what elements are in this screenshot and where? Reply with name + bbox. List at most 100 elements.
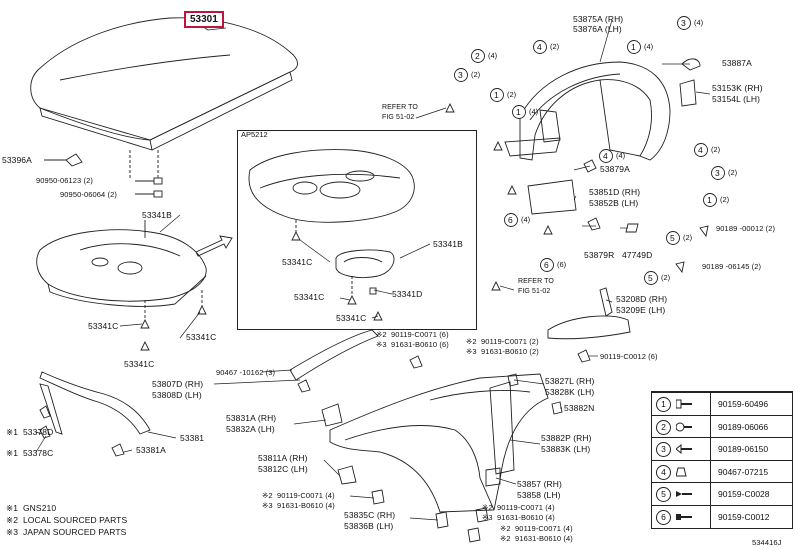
part-90119-C0071-4c[interactable]: ※2 90119-C0071 (4) <box>500 524 573 533</box>
part-53882N[interactable]: 53882N <box>564 403 595 413</box>
svg-text:3: 3 <box>681 18 686 28</box>
part-53835C[interactable]: 53835C (RH) <box>344 510 396 520</box>
svg-text:(6): (6) <box>557 260 567 269</box>
part-90467-10162[interactable]: 90467 -10162 (3) <box>216 368 276 377</box>
part-53828K[interactable]: 53828K (LH) <box>545 387 595 397</box>
part-53341B-frame[interactable]: 53341B <box>433 239 463 249</box>
legend-number: 4 <box>656 464 671 480</box>
part-53341C-left1[interactable]: 53341C <box>88 321 119 331</box>
callout-5-a[interactable]: 5(2) <box>666 231 693 245</box>
part-53808D[interactable]: 53808D (LH) <box>152 390 202 400</box>
under-cover-left <box>36 229 207 307</box>
part-53208D[interactable]: 53208D (RH) <box>616 294 668 304</box>
callout-3-b[interactable]: 3(4) <box>677 16 704 30</box>
svg-text:(4): (4) <box>616 151 626 160</box>
part-53153K[interactable]: 53153K (RH) <box>712 83 763 93</box>
fender-liner <box>519 61 671 161</box>
part-53827L[interactable]: 53827L (RH) <box>545 376 595 386</box>
part-91631-B0610-4a[interactable]: ※3 91631-B0610 (4) <box>262 501 335 510</box>
svg-text:(2): (2) <box>507 90 517 99</box>
part-53378D[interactable]: ※1 53378D <box>6 427 54 437</box>
part-53341D[interactable]: 53341D <box>392 289 423 299</box>
part-53876A[interactable]: 53876A (LH) <box>573 24 622 34</box>
part-53811A[interactable]: 53811A (RH) <box>258 453 308 463</box>
callout-2-top[interactable]: 2(4) <box>471 49 498 63</box>
part-53378C[interactable]: ※1 53378C <box>6 448 54 458</box>
part-53882P[interactable]: 53882P (RH) <box>541 433 592 443</box>
callout-5-b[interactable]: 5(2) <box>644 271 671 285</box>
part-53154L[interactable]: 53154L (LH) <box>712 94 761 104</box>
svg-text:(2): (2) <box>550 42 560 51</box>
callout-1-c[interactable]: 1(4) <box>627 40 654 54</box>
legend-row[interactable]: 4 90467-07215 <box>652 459 792 484</box>
part-53875A[interactable]: 53875A (RH) <box>573 14 624 24</box>
part-53879A[interactable]: 53879A <box>600 164 630 174</box>
callout-3-a[interactable]: 3(2) <box>454 68 481 82</box>
refer-note-1a[interactable]: REFER TO <box>382 104 418 111</box>
callout-6-b[interactable]: 6(6) <box>540 258 567 272</box>
part-90189-00012[interactable]: 90189 -00012 (2) <box>716 224 776 233</box>
callout-1-a[interactable]: 1(2) <box>490 88 517 102</box>
callout-4-c[interactable]: 4(2) <box>694 143 721 157</box>
part-90950-06123[interactable]: 90950-06123 (2) <box>36 176 93 185</box>
part-90119-C0071-6[interactable]: ※2 90119-C0071 (6) <box>376 330 449 339</box>
legend-row[interactable]: 5 90159-C0028 <box>652 482 792 506</box>
part-53807D[interactable]: 53807D (RH) <box>152 379 204 389</box>
part-90189-06145[interactable]: 90189 -06145 (2) <box>702 262 762 271</box>
part-90950-06064[interactable]: 90950-06064 (2) <box>60 190 117 199</box>
highlighted-part-53301[interactable]: 53301 <box>184 11 224 28</box>
part-91631-B0610-2[interactable]: ※3 91631-B0610 (2) <box>466 347 539 356</box>
arrow <box>195 235 233 257</box>
refer-note-2a[interactable]: REFER TO <box>518 278 554 285</box>
part-53341C-frame1[interactable]: 53341C <box>282 257 313 267</box>
legend-row[interactable]: 6 90159-C0012 <box>652 505 792 529</box>
legend-row[interactable]: 3 90189-06150 <box>652 437 792 461</box>
refer-note-2b[interactable]: FIG 51-02 <box>518 288 551 295</box>
note-2: ※2 LOCAL SOURCED PARTS <box>6 515 128 525</box>
part-53341C-left2[interactable]: 53341C <box>186 332 217 342</box>
part-53381A[interactable]: 53381A <box>136 445 166 455</box>
callout-4-b[interactable]: 4(4) <box>599 149 626 163</box>
part-53831A[interactable]: 53831A (RH) <box>226 413 277 423</box>
part-53209E[interactable]: 53209E (LH) <box>616 305 666 315</box>
part-53341C-left3[interactable]: 53341C <box>124 359 155 369</box>
part-91631-B0610-6[interactable]: ※3 91631-B0610 (6) <box>376 340 449 349</box>
part-90119-C0071-2[interactable]: ※2 90119-C0071 (2) <box>466 337 539 346</box>
legend-row[interactable]: 2 90189-06066 <box>652 414 792 439</box>
part-53858[interactable]: 53858 (LH) <box>517 490 561 500</box>
svg-text:(4): (4) <box>529 107 539 116</box>
callout-3-c[interactable]: 3(2) <box>711 166 738 180</box>
refer-note-1b[interactable]: FIG 51-02 <box>382 114 415 121</box>
part-53851D[interactable]: 53851D (RH) <box>589 187 641 197</box>
callout-4-a[interactable]: 4(2) <box>533 40 560 54</box>
part-53341C-frame3[interactable]: 53341C <box>336 313 367 323</box>
legend-number: 2 <box>656 419 671 435</box>
part-53836B[interactable]: 53836B (LH) <box>344 521 394 531</box>
part-53879R[interactable]: 53879R <box>584 250 615 260</box>
part-47749D[interactable]: 47749D <box>622 250 653 260</box>
part-53852B[interactable]: 53852B (LH) <box>589 198 639 208</box>
part-91631-B0610-4b[interactable]: ※3 91631-B0610 (4) <box>482 513 555 522</box>
part-90119-C0012[interactable]: 90119-C0012 (6) <box>600 352 658 361</box>
callout-1-d[interactable]: 1(2) <box>703 193 730 207</box>
part-91631-B0610-4c[interactable]: ※2 91631-B0610 (4) <box>500 534 573 543</box>
part-90119-C0071-4a[interactable]: ※2 90119-C0071 (4) <box>262 491 335 500</box>
callout-1-b[interactable]: 1(4) <box>512 105 539 119</box>
part-53883K[interactable]: 53883K (LH) <box>541 444 591 454</box>
part-53341B-left[interactable]: 53341B <box>142 210 172 220</box>
part-90119-C0071-4b[interactable]: ※2 90119-C0071 (4) <box>482 503 555 512</box>
svg-text:3: 3 <box>458 70 463 80</box>
part-53341C-frame2[interactable]: 53341C <box>294 292 325 302</box>
part-53396A[interactable]: 53396A <box>2 155 32 165</box>
legend-row[interactable]: 1 90159-60496 <box>652 392 792 416</box>
part-53887A[interactable]: 53887A <box>722 58 752 68</box>
part-53812C[interactable]: 53812C (LH) <box>258 464 308 474</box>
screw-icon <box>676 514 692 520</box>
part-53832A[interactable]: 53832A (LH) <box>226 424 275 434</box>
svg-text:(2): (2) <box>728 168 738 177</box>
callout-6-a[interactable]: 6(4) <box>504 213 531 227</box>
part-53381[interactable]: 53381 <box>180 433 205 443</box>
svg-text:4: 4 <box>698 145 703 155</box>
part-53857[interactable]: 53857 (RH) <box>517 479 562 489</box>
